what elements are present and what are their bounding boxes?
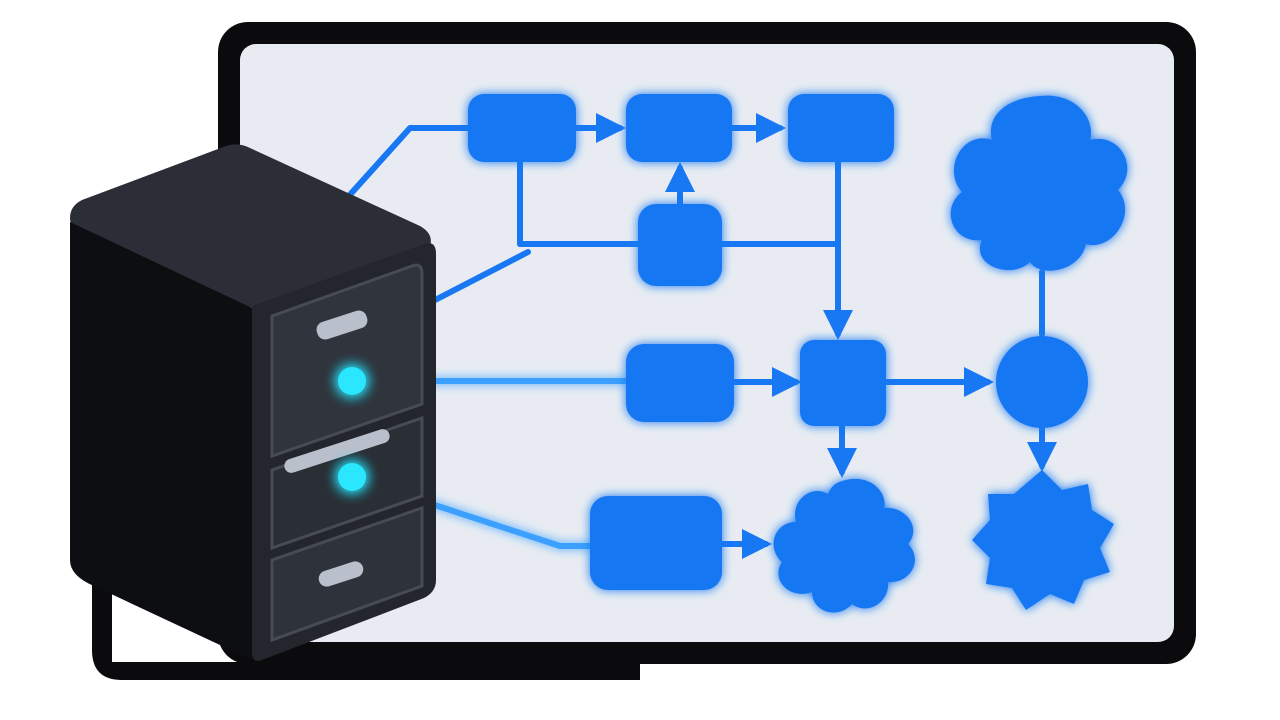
node-row-circle (996, 336, 1088, 428)
node-mid-square (638, 204, 722, 286)
node-bottom-rect (590, 496, 722, 590)
node-flower-top (950, 95, 1128, 271)
server-slot-upper (316, 310, 368, 340)
node-bottom-flower (773, 478, 915, 613)
server-left-face (70, 222, 252, 660)
node-top-b (626, 94, 732, 162)
status-led-icon (338, 367, 366, 395)
node-row-square (800, 340, 886, 426)
node-top-c (788, 94, 894, 162)
diagram-nodes (468, 94, 1128, 613)
diagram-frame-panel (240, 44, 1174, 642)
server-drawer-upper (270, 263, 424, 459)
server-slot-middle (284, 429, 390, 473)
server-slot-lower (318, 561, 364, 587)
server-stand (92, 560, 640, 680)
node-row-rect (626, 344, 734, 422)
server-rack-icon (70, 144, 436, 661)
connector-server-to-top-a (335, 125, 473, 211)
status-led-icon (338, 463, 366, 491)
node-bottom-star (972, 470, 1114, 610)
node-top-a (468, 94, 576, 162)
